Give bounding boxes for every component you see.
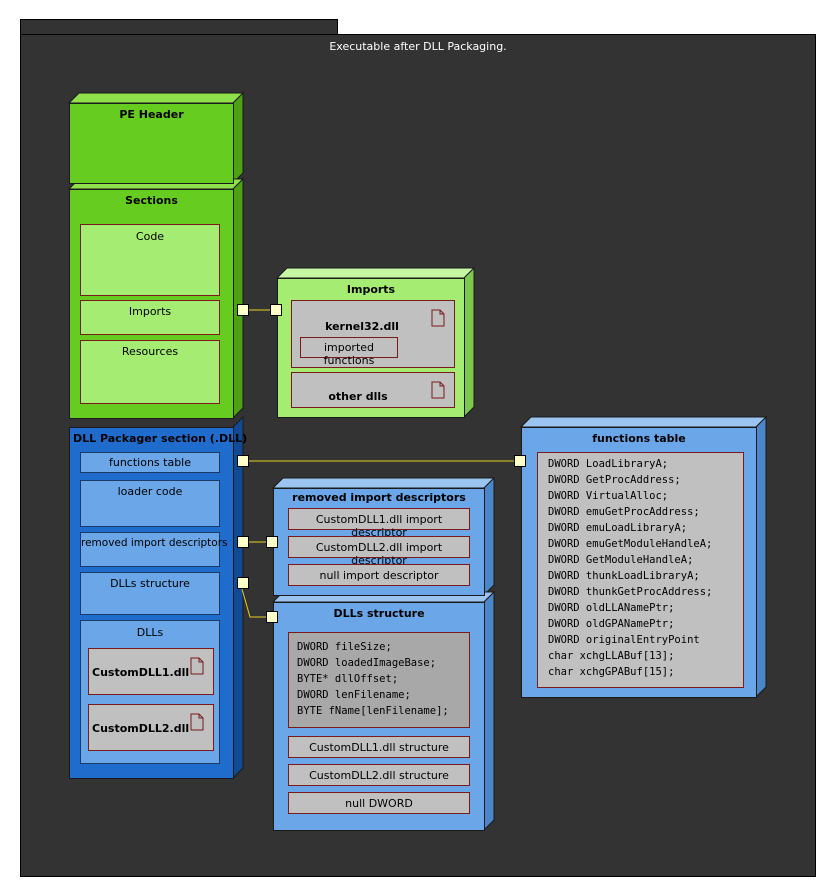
- dlls-structure-line: BYTE* dllOffset;: [297, 673, 399, 685]
- document-icon: [190, 657, 204, 675]
- dlls-structure-fields: DWORD fileSize; DWORD loadedImageBase; B…: [288, 632, 470, 728]
- functions-table-line: DWORD emuGetProcAddress;: [548, 506, 700, 518]
- functions-table-line: DWORD oldGPANamePtr;: [548, 618, 675, 630]
- port-packager-functions[interactable]: [237, 455, 249, 467]
- dlls-structure-line: DWORD loadedImageBase;: [297, 657, 437, 669]
- functions-table-title: functions table: [592, 432, 686, 445]
- customdll2-artifact[interactable]: CustomDLL2.dll: [88, 704, 214, 751]
- section-code[interactable]: Code: [80, 224, 220, 296]
- dlls-structure-line: DWORD lenFilename;: [297, 689, 411, 701]
- port-functions-table-node[interactable]: [514, 455, 526, 467]
- port-sections-imports[interactable]: [237, 304, 249, 316]
- removed-imports-title: removed import descriptors: [292, 491, 466, 504]
- port-packager-dlls-structure[interactable]: [237, 577, 249, 589]
- dlls-title: DLLs: [136, 626, 164, 639]
- section-imports[interactable]: Imports: [80, 300, 220, 335]
- dll-structure-item[interactable]: null DWORD: [288, 792, 470, 814]
- pe-header-node[interactable]: PE Header: [69, 103, 234, 184]
- packager-functions-table[interactable]: functions table: [80, 452, 220, 473]
- dlls-structure-line: BYTE fName[lenFilename];: [297, 705, 449, 717]
- document-icon: [431, 309, 445, 327]
- other-dlls-artifact[interactable]: other dlls: [291, 372, 455, 408]
- functions-table-line: char xchgGPABuf[15];: [548, 666, 675, 678]
- dll-structure-item[interactable]: CustomDLL1.dll structure: [288, 736, 470, 758]
- removed-import-item[interactable]: null import descriptor: [288, 564, 470, 586]
- packager-removed-import-descriptors[interactable]: removed import descriptors: [80, 532, 227, 567]
- port-dlls-structure-node[interactable]: [266, 611, 278, 623]
- functions-table-line: DWORD thunkLoadLibraryA;: [548, 570, 700, 582]
- kernel32-artifact[interactable]: kernel32.dll imported functions: [291, 300, 455, 368]
- dll-structure-item[interactable]: CustomDLL2.dll structure: [288, 764, 470, 786]
- customdll1-artifact[interactable]: CustomDLL1.dll: [88, 648, 214, 695]
- dlls-structure-line: DWORD fileSize;: [297, 641, 392, 653]
- pe-header-title: PE Header: [119, 108, 184, 121]
- functions-table-body: DWORD LoadLibraryA; DWORD GetProcAddress…: [537, 452, 744, 688]
- functions-table-line: DWORD emuGetModuleHandleA;: [548, 538, 713, 550]
- sections-title: Sections: [125, 194, 178, 207]
- removed-import-item[interactable]: CustomDLL1.dll import descriptor: [288, 508, 470, 539]
- customdll2-title: CustomDLL2.dll: [92, 722, 190, 735]
- functions-table-line: DWORD VirtualAlloc;: [548, 490, 669, 502]
- dlls-structure-title: DLLs structure: [333, 607, 425, 620]
- frame-title: Executable after DLL Packaging.: [329, 40, 507, 53]
- document-icon: [431, 381, 445, 399]
- packager-dlls-structure[interactable]: DLLs structure: [80, 572, 220, 615]
- imports-title: Imports: [346, 283, 396, 296]
- kernel32-title: kernel32.dll: [325, 320, 399, 333]
- document-icon: [190, 713, 204, 731]
- packager-loader-code[interactable]: loader code: [80, 480, 220, 527]
- functions-table-line: DWORD GetModuleHandleA;: [548, 554, 694, 566]
- section-resources[interactable]: Resources: [80, 340, 220, 404]
- removed-import-item[interactable]: CustomDLL2.dll import descriptor: [288, 536, 470, 567]
- port-packager-removed[interactable]: [237, 536, 249, 548]
- functions-table-line: DWORD thunkGetProcAddress;: [548, 586, 713, 598]
- frame-tab: [20, 19, 338, 35]
- functions-table-line: DWORD originalEntryPoint: [548, 634, 700, 646]
- functions-table-line: char xchgLLABuf[13];: [548, 650, 675, 662]
- functions-table-line: DWORD GetProcAddress;: [548, 474, 681, 486]
- functions-table-line: DWORD LoadLibraryA;: [548, 458, 669, 470]
- dll-packager-title: DLL Packager section (.DLL): [73, 432, 248, 445]
- port-removed-imports-node[interactable]: [266, 536, 278, 548]
- port-imports-node[interactable]: [270, 304, 282, 316]
- customdll1-title: CustomDLL1.dll: [92, 666, 190, 679]
- functions-table-line: DWORD emuLoadLibraryA;: [548, 522, 688, 534]
- other-dlls-title: other dlls: [328, 390, 388, 403]
- imported-functions-box[interactable]: imported functions: [300, 337, 398, 367]
- functions-table-line: DWORD oldLLANamePtr;: [548, 602, 675, 614]
